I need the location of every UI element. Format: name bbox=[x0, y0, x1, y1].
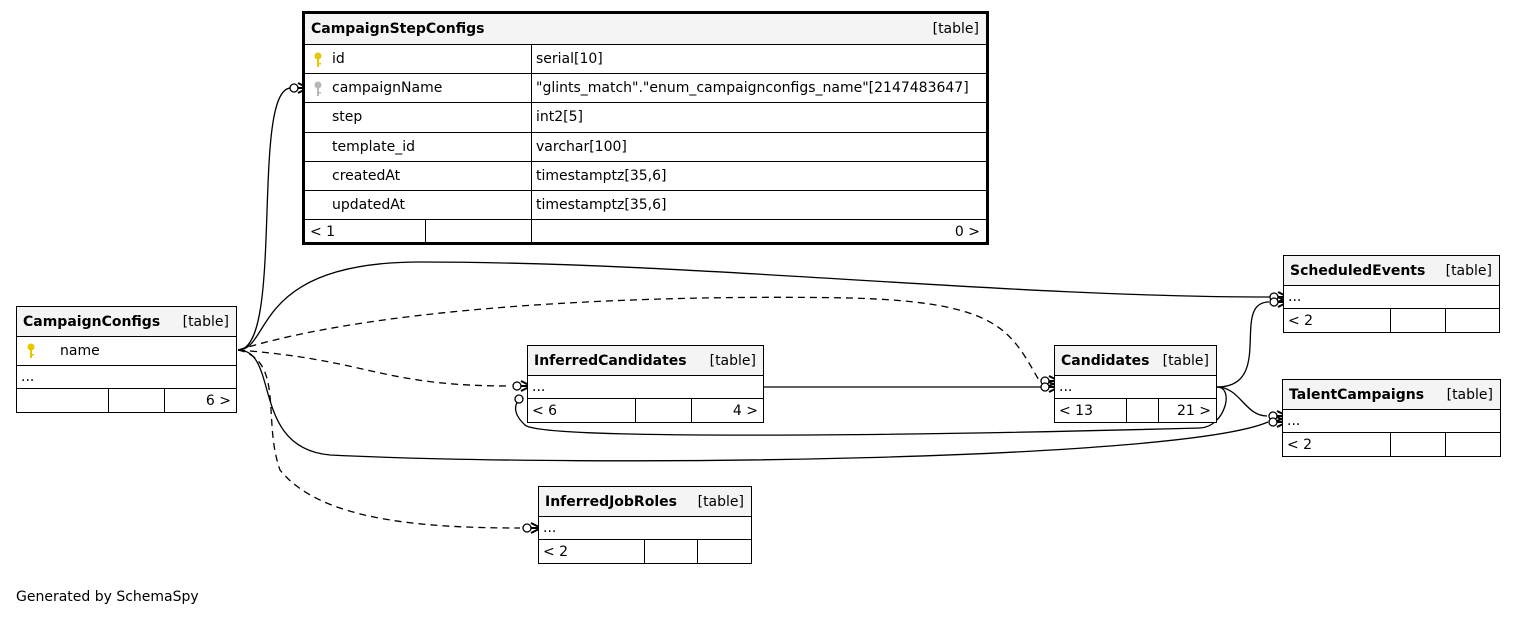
parents-count[interactable]: < 2 bbox=[1283, 433, 1391, 456]
column-type: varchar[100] bbox=[536, 138, 627, 155]
table-footer: < 2 bbox=[1283, 433, 1500, 456]
table-campaignconfigs[interactable]: CampaignConfigs [table] name ... 6 > bbox=[16, 306, 237, 413]
table-name: Candidates bbox=[1061, 352, 1150, 369]
table-header: InferredCandidates [table] bbox=[528, 346, 763, 376]
parents-count[interactable]: < 13 bbox=[1055, 399, 1127, 422]
column-row[interactable]: id serial[10] bbox=[305, 45, 986, 75]
edge-campaignconfigs-campaignstepconfigs bbox=[237, 87, 292, 351]
foreign-key-icon bbox=[314, 81, 322, 97]
table-name: TalentCampaigns bbox=[1289, 386, 1425, 403]
more-columns[interactable]: ... bbox=[1055, 376, 1216, 399]
parents-count[interactable] bbox=[17, 389, 109, 412]
table-scheduledevents[interactable]: ScheduledEvents [table] ... < 2 bbox=[1283, 255, 1500, 333]
footer-spacer bbox=[1391, 433, 1446, 456]
generated-by-label: Generated by SchemaSpy bbox=[16, 589, 199, 605]
column-type: timestamptz[35,6] bbox=[536, 197, 667, 214]
table-footer: 6 > bbox=[17, 389, 236, 412]
more-columns[interactable]: ... bbox=[1283, 410, 1500, 433]
table-talentcampaigns[interactable]: TalentCampaigns [table] ... < 2 bbox=[1282, 379, 1501, 457]
parents-count[interactable]: < 2 bbox=[539, 540, 645, 563]
column-row[interactable]: template_id varchar[100] bbox=[305, 132, 986, 162]
footer-spacer bbox=[1127, 399, 1159, 422]
more-columns[interactable]: ... bbox=[528, 376, 763, 399]
column-name: template_id bbox=[332, 138, 415, 155]
footer-spacer bbox=[1391, 309, 1446, 332]
table-name: ScheduledEvents bbox=[1290, 262, 1426, 279]
parents-count[interactable]: < 6 bbox=[528, 399, 636, 422]
children-count[interactable]: 4 > bbox=[732, 402, 758, 419]
table-footer: < 1 0 > bbox=[305, 220, 986, 245]
table-candidates[interactable]: Candidates [table] ... < 13 21 > bbox=[1054, 345, 1217, 423]
table-footer: < 2 bbox=[539, 540, 751, 563]
more-columns[interactable]: ... bbox=[1284, 286, 1499, 309]
column-type: serial[10] bbox=[536, 51, 603, 68]
table-kind: [table] bbox=[709, 352, 756, 369]
table-header: ScheduledEvents [table] bbox=[1284, 256, 1499, 286]
table-footer: < 13 21 > bbox=[1055, 399, 1216, 422]
column-row[interactable]: campaignName "glints_match"."enum_campai… bbox=[305, 74, 986, 104]
table-kind: [table] bbox=[1445, 262, 1492, 279]
table-inferredcandidates[interactable]: InferredCandidates [table] ... < 6 4 > bbox=[527, 345, 764, 423]
table-kind: [table] bbox=[1446, 386, 1493, 403]
parents-count[interactable]: < 1 bbox=[305, 220, 426, 245]
table-header: CampaignStepConfigs [table] bbox=[305, 14, 986, 45]
table-kind: [table] bbox=[182, 313, 229, 330]
footer-spacer bbox=[636, 399, 692, 422]
primary-key-icon bbox=[27, 343, 35, 358]
primary-key-icon bbox=[314, 52, 322, 67]
children-count[interactable]: 21 > bbox=[1177, 402, 1211, 419]
children-count[interactable]: 6 > bbox=[205, 392, 231, 409]
edge-candidates-scheduledevents bbox=[1216, 301, 1270, 388]
column-row[interactable]: updatedAt timestamptz[35,6] bbox=[305, 190, 986, 221]
table-header: Candidates [table] bbox=[1055, 346, 1216, 376]
table-kind: [table] bbox=[932, 21, 979, 37]
edge-campaignconfigs-inferredjobroles bbox=[237, 349, 521, 529]
table-kind: [table] bbox=[697, 493, 744, 510]
column-type: timestamptz[35,6] bbox=[536, 167, 667, 184]
column-type: "glints_match"."enum_campaignconfigs_nam… bbox=[536, 80, 969, 97]
children-count[interactable] bbox=[1446, 433, 1500, 456]
edge-candidates-talentcampaigns bbox=[1216, 386, 1268, 417]
column-row[interactable]: step int2[5] bbox=[305, 103, 986, 133]
column-name: name bbox=[60, 343, 100, 359]
table-kind: [table] bbox=[1162, 352, 1209, 369]
footer-spacer bbox=[109, 389, 165, 412]
more-columns[interactable]: ... bbox=[539, 517, 751, 540]
column-type: int2[5] bbox=[536, 109, 583, 126]
column-name: step bbox=[332, 109, 363, 126]
table-header: CampaignConfigs [table] bbox=[17, 307, 236, 337]
table-name: InferredCandidates bbox=[534, 352, 687, 369]
children-count[interactable] bbox=[698, 540, 751, 563]
children-count[interactable] bbox=[1446, 309, 1499, 332]
edge-campaignconfigs-talentcampaigns bbox=[237, 349, 1269, 462]
more-columns[interactable]: ... bbox=[17, 366, 236, 389]
column-name: id bbox=[332, 51, 345, 68]
table-name: CampaignStepConfigs bbox=[311, 21, 485, 37]
edge-campaignconfigs-candidates bbox=[237, 296, 1041, 383]
table-header: InferredJobRoles [table] bbox=[539, 487, 751, 517]
edge-campaignconfigs-scheduledevents bbox=[237, 261, 1272, 351]
table-name: CampaignConfigs bbox=[23, 313, 161, 330]
table-header: TalentCampaigns [table] bbox=[1283, 380, 1500, 410]
column-name: createdAt bbox=[332, 167, 401, 184]
table-inferredjobroles[interactable]: InferredJobRoles [table] ... < 2 bbox=[538, 486, 752, 564]
column-name: campaignName bbox=[332, 80, 443, 97]
table-footer: < 2 bbox=[1284, 309, 1499, 332]
edge-campaignconfigs-inferredcandidates bbox=[237, 349, 511, 387]
children-count[interactable]: 0 > bbox=[954, 224, 980, 241]
column-row[interactable]: createdAt timestamptz[35,6] bbox=[305, 161, 986, 191]
footer-spacer bbox=[426, 220, 532, 245]
column-row[interactable]: name bbox=[17, 337, 236, 366]
table-name: InferredJobRoles bbox=[545, 493, 677, 510]
table-footer: < 6 4 > bbox=[528, 399, 763, 422]
footer-spacer bbox=[645, 540, 698, 563]
column-name: updatedAt bbox=[332, 197, 406, 214]
table-campaignstepconfigs[interactable]: CampaignStepConfigs [table] id serial[10… bbox=[302, 11, 989, 245]
parents-count[interactable]: < 2 bbox=[1284, 309, 1391, 332]
